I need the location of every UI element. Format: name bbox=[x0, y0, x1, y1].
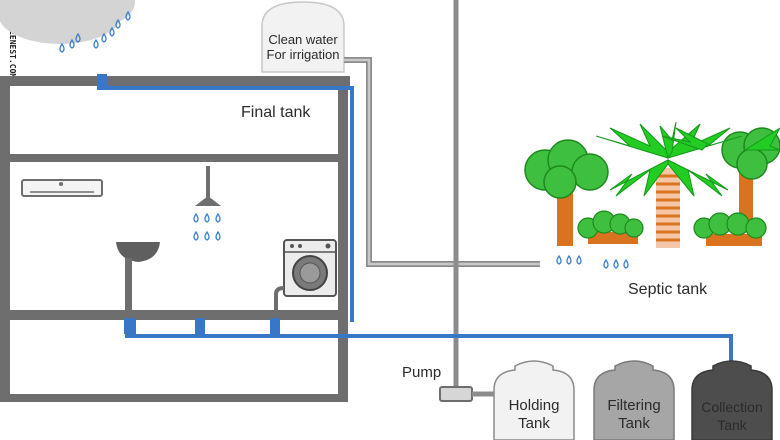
pump-label: Pump bbox=[402, 364, 441, 381]
shrub-icon bbox=[577, 210, 644, 244]
septic-drops bbox=[556, 254, 629, 269]
collection-tank: Collection Tank bbox=[691, 360, 773, 440]
tree-icon bbox=[524, 139, 609, 246]
shrub-icon bbox=[693, 212, 767, 246]
filtering-tank: Filtering Tank bbox=[593, 360, 675, 440]
clean-water-tank: Clean water For irrigation bbox=[261, 1, 345, 73]
grey-pipes bbox=[344, 0, 540, 390]
clean-water-label-1: Clean water bbox=[268, 32, 338, 47]
filtering-tank-label-2: Tank bbox=[618, 415, 650, 432]
holding-tank: Holding Tank bbox=[493, 360, 575, 440]
sink-icon bbox=[116, 242, 160, 314]
collection-tank-label-2: Tank bbox=[717, 417, 748, 433]
final-tank-label: Final tank bbox=[241, 104, 311, 121]
house-walls bbox=[0, 76, 350, 402]
washing-machine-icon bbox=[274, 239, 337, 314]
shower-drops bbox=[193, 212, 221, 241]
palm-tree-icon bbox=[661, 127, 780, 151]
blue-pipes bbox=[100, 86, 733, 366]
air-conditioner-icon bbox=[21, 179, 103, 197]
pipe-connectors bbox=[97, 74, 280, 334]
holding-tank-label-1: Holding bbox=[509, 397, 560, 414]
filtering-tank-label-1: Filtering bbox=[607, 397, 660, 414]
rain-cloud-icon bbox=[0, 0, 135, 44]
shower-head-icon bbox=[195, 166, 221, 206]
collection-tank-label-1: Collection bbox=[701, 399, 762, 415]
rain-drops bbox=[59, 10, 131, 53]
palm-tree-icon bbox=[595, 121, 743, 248]
holding-tank-label-2: Tank bbox=[518, 415, 550, 432]
watermark: HOTGREENEST.COM bbox=[8, 6, 17, 78]
clean-water-label-2: For irrigation bbox=[267, 47, 340, 62]
pump-icon bbox=[439, 386, 500, 402]
septic-tank-label: Septic tank bbox=[628, 281, 708, 298]
